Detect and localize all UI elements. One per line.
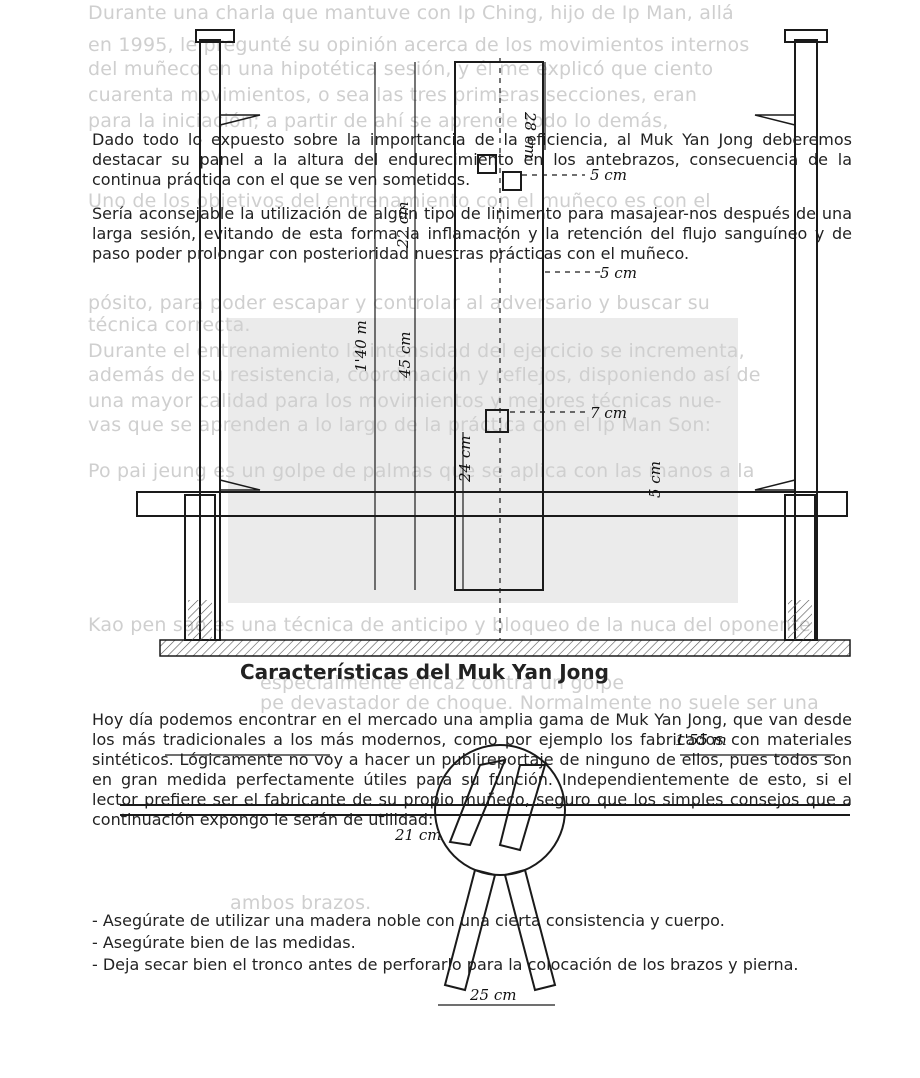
ghost-line: especialmente eficaz contra un golpe [260, 672, 625, 694]
label-5cm-c: 5 cm [646, 461, 664, 498]
ghost-line: además de su resistencia, coordinación y… [88, 364, 761, 386]
label-28cm: 28 cm [521, 111, 539, 158]
ghost-line: Kao pen sao es una técnica de anticipo y… [88, 614, 811, 636]
ghost-line: Durante el entrenamiento la intensidad d… [88, 340, 745, 362]
list-item: - Asegúrate de utilizar una madera noble… [92, 911, 725, 930]
leg-right [503, 868, 557, 992]
paragraph-forearms: Dado todo lo expuesto sobre la importanc… [92, 130, 852, 189]
label-25cm: 25 cm [469, 986, 516, 1004]
leg-left [443, 868, 497, 992]
label-5cm-b: 5 cm [600, 264, 637, 282]
right-frame-post [794, 39, 818, 641]
wedge [219, 114, 261, 126]
ghost-line: Uno de los objetivos del entrenamiento c… [88, 190, 711, 212]
arm-hole-upper-left [477, 154, 497, 174]
horizontal-slat [136, 491, 848, 517]
tips-list: - Asegúrate de utilizar una madera noble… [92, 910, 852, 976]
list-item: - Deja secar bien el tronco antes de per… [92, 955, 799, 974]
right-foot-hatch [788, 600, 812, 640]
wedge [219, 479, 261, 491]
floor-beam [159, 639, 851, 657]
ghost-line: una mayor calidad para los movimientos y… [88, 390, 722, 412]
label-7cm: 7 cm [590, 404, 627, 422]
left-foot-hatch [188, 600, 212, 640]
list-item: - Asegúrate bien de las medidas. [92, 933, 356, 952]
ghost-line: pósito, para poder escapar y controlar a… [88, 292, 711, 314]
trunk-top-view [434, 744, 566, 876]
right-post-cap [784, 29, 828, 43]
wedge [754, 114, 796, 126]
label-155m: 1'55 m [675, 731, 727, 749]
trunk-body [454, 61, 544, 591]
arm-upper-left [448, 758, 507, 847]
label-140m: 1'40 m [352, 320, 370, 372]
ghost-line: en 1995, le pregunté su opinión acerca d… [88, 34, 750, 56]
label-21cm: 21 cm [394, 826, 441, 844]
ghost-line: vas que se aprenden a lo largo de la prá… [88, 414, 712, 436]
left-post-cap [195, 29, 235, 43]
ghost-photo [228, 318, 738, 603]
ghost-line: técnica correcta. [88, 314, 251, 336]
arm-hole-upper-right [502, 171, 522, 191]
arm-upper-right [498, 764, 547, 852]
label-24cm: 24 cm [456, 436, 474, 483]
label-22cm: 22 cm [394, 202, 412, 249]
ghost-line: Durante una charla que mantuve con Ip Ch… [88, 2, 734, 24]
label-5cm-a: 5 cm [590, 166, 627, 184]
section-title: Características del Muk Yan Jong [240, 660, 609, 684]
ghost-line: ambos brazos. [230, 892, 372, 914]
paragraph-liniment: Sería aconsejable la utilización de algú… [92, 204, 852, 263]
left-frame-post [199, 39, 221, 641]
ghost-line: pe devastador de choque. Normalmente no … [260, 692, 820, 714]
ghost-line: del muñeco en una hipotética sesión, y é… [88, 58, 714, 80]
ghost-line: Po pai jeung es un golpe de palmas que s… [88, 460, 755, 482]
wedge [754, 479, 796, 491]
label-45cm: 45 cm [396, 332, 414, 379]
arm-hole-middle [485, 409, 509, 433]
